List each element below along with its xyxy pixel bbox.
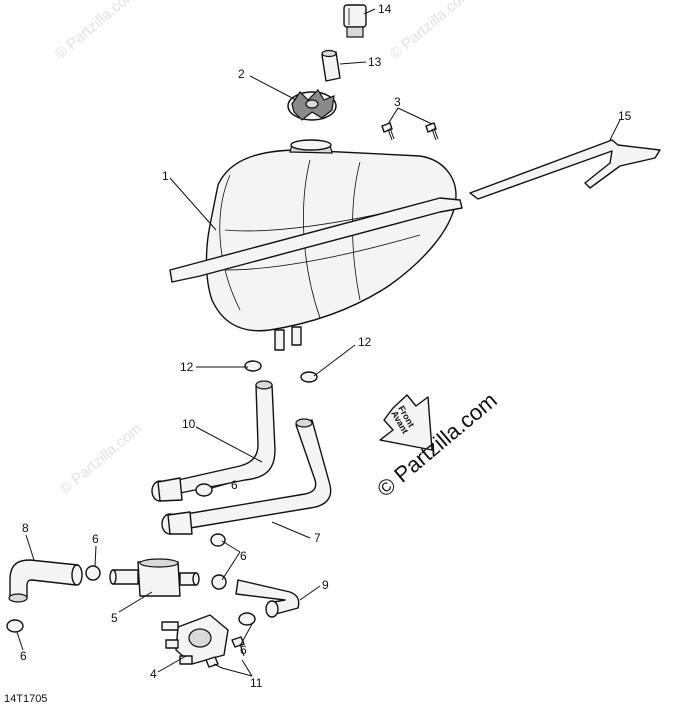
drawing-code: 14T1705 bbox=[4, 693, 47, 705]
callout-1: 1 bbox=[162, 169, 169, 183]
callout-13: 13 bbox=[368, 55, 382, 69]
part-12-clamps bbox=[244, 360, 318, 383]
callout-6-right: 6 bbox=[240, 643, 247, 657]
callout-6-upper: 6 bbox=[231, 478, 238, 492]
part-14-cap bbox=[343, 4, 367, 38]
callout-6-bottom-left: 6 bbox=[20, 649, 27, 663]
watermark-top-right: © Partzilla.com bbox=[387, 0, 475, 63]
front-direction-arrow: Front Avant bbox=[379, 394, 433, 451]
watermark-mid-left: © Partzilla.com bbox=[57, 420, 145, 498]
callout-14: 14 bbox=[378, 2, 392, 16]
callout-15: 15 bbox=[618, 109, 632, 123]
watermark-main: © Partzilla.com bbox=[372, 387, 502, 501]
callout-2: 2 bbox=[238, 67, 245, 81]
part-13-tube bbox=[321, 49, 341, 82]
callout-12-right: 12 bbox=[358, 335, 372, 349]
part-6-clamps bbox=[6, 483, 256, 633]
callout-7: 7 bbox=[314, 531, 321, 545]
callout-numbers: 14 13 2 3 15 1 12 12 10 6 7 8 6 6 9 5 6 … bbox=[20, 2, 632, 690]
callout-4: 4 bbox=[150, 667, 157, 681]
part-8-elbow-hose bbox=[8, 559, 83, 603]
callout-10: 10 bbox=[182, 417, 196, 431]
callout-12-left: 12 bbox=[180, 360, 194, 374]
leader-lines bbox=[16, 8, 621, 677]
part-10-hose bbox=[151, 380, 276, 502]
part-3-bolts bbox=[381, 122, 439, 141]
watermark-top-left: © Partzilla.com bbox=[52, 0, 140, 63]
part-4-pump bbox=[161, 614, 229, 665]
callout-6-middle: 6 bbox=[240, 549, 247, 563]
callout-11: 11 bbox=[250, 676, 263, 690]
part-15-strip bbox=[469, 139, 661, 200]
callout-9: 9 bbox=[322, 578, 329, 592]
part-5-filter bbox=[109, 558, 200, 597]
callout-3: 3 bbox=[394, 95, 401, 109]
callout-8: 8 bbox=[22, 521, 29, 535]
part-1-fuel-tank bbox=[169, 139, 463, 351]
part-9-hose bbox=[235, 579, 300, 618]
callout-5: 5 bbox=[111, 611, 118, 625]
part-7-hose bbox=[161, 418, 332, 535]
callout-6-left: 6 bbox=[92, 532, 99, 546]
part-2-fuel-cap bbox=[287, 89, 337, 121]
